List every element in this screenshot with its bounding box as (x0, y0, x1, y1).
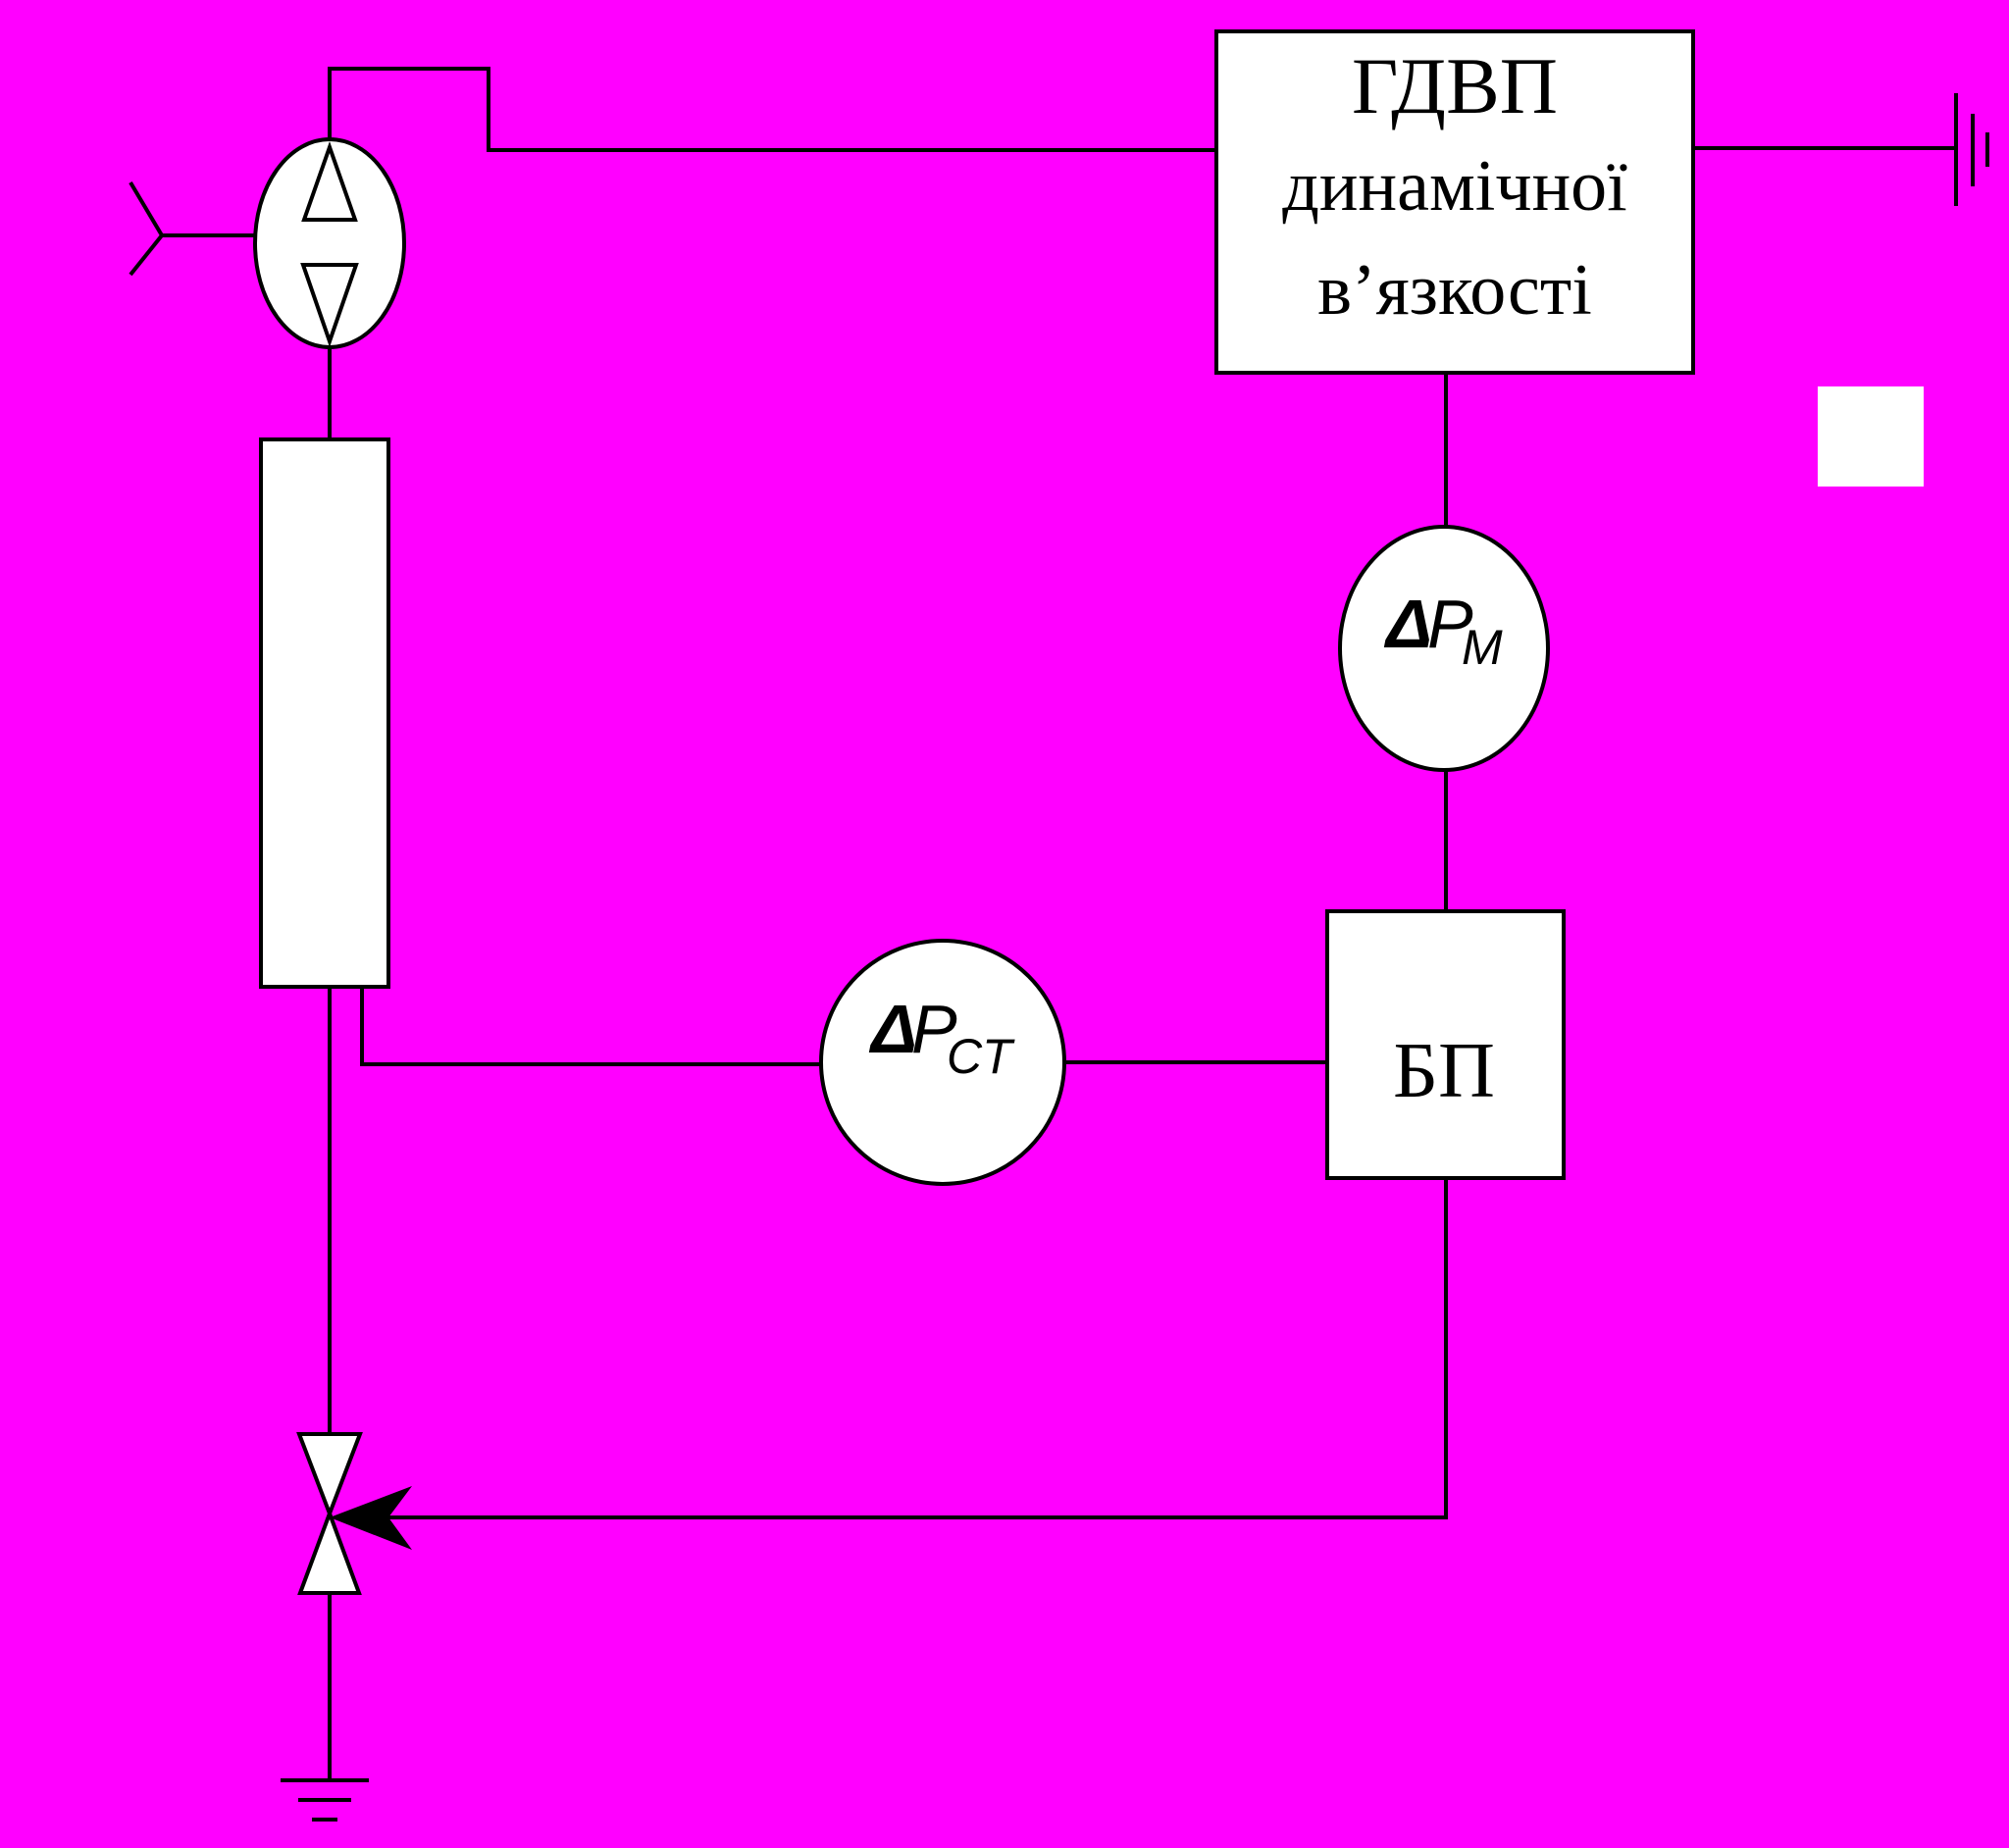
earth-plates-icon (1954, 93, 1989, 206)
bp-block: БП (1325, 909, 1566, 1180)
dp-ct-subscript: CT (947, 1029, 1015, 1084)
bp-box (1325, 909, 1566, 1180)
wiring (162, 67, 1956, 1780)
gdvp-subtitle-line1: динамічної (1282, 146, 1627, 227)
white-square-marker (1818, 386, 1924, 487)
bidirectional-pump-icon (253, 137, 406, 349)
dp-m-circle (1338, 525, 1550, 772)
dp-ct-sensor: Δ P CT (819, 939, 1066, 1186)
line-bp-to-valve (373, 1178, 1448, 1519)
dp-m-delta: Δ (1383, 586, 1432, 662)
ground-icon (281, 1778, 369, 1822)
antenna-icon (129, 180, 164, 277)
valve-actuator-arrow-icon (330, 1486, 412, 1550)
vertical-column-icon (259, 437, 390, 989)
control-valve-icon (296, 1432, 412, 1595)
dp-m-main: P (1427, 586, 1473, 662)
gdvp-block: ГДВП динамічної в’язкості (1214, 29, 1695, 375)
gdvp-box (1214, 29, 1695, 375)
gdvp-subtitle-line2: в’язкості (1317, 250, 1592, 331)
dp-ct-delta: Δ (868, 991, 917, 1067)
line-pump-to-gdvp (328, 67, 1216, 152)
dp-m-sensor: Δ P M (1338, 525, 1550, 772)
bp-label: БП (1393, 1028, 1495, 1114)
dp-m-subscript: M (1462, 620, 1503, 675)
dp-ct-main: P (911, 991, 957, 1067)
gdvp-title: ГДВП (1352, 41, 1558, 130)
line-column-to-dpct (360, 987, 821, 1066)
dp-ct-circle (819, 939, 1066, 1186)
